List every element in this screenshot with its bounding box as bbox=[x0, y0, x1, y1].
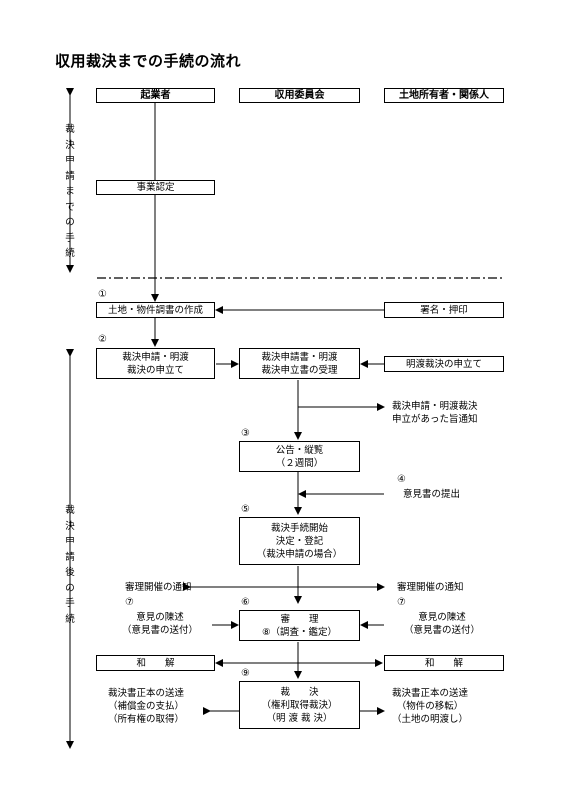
step-7-number-right: ⑦ bbox=[397, 597, 406, 608]
juri-line1: 裁決申請書・明渡 bbox=[261, 351, 338, 363]
step-2-number: ② bbox=[98, 334, 107, 345]
step-7-number-left: ⑦ bbox=[125, 597, 134, 608]
chosho-sakusei-box: 土地・物件調書の作成 bbox=[96, 302, 215, 318]
shinri-tsuchi-right: 審理開催の通知 bbox=[397, 582, 464, 593]
iken-chinjutsu-left-line2: （意見書の送付） bbox=[122, 625, 199, 636]
sotatsu-right-line3: （土地の明渡し） bbox=[392, 714, 469, 725]
sotatsu-right: 裁決書正本の送達 （物件の移転） （土地の明渡し） bbox=[392, 687, 468, 726]
step-4-number: ④ bbox=[397, 474, 406, 485]
shinsei-tsuchi-label: 裁決申請・明渡裁決 申立があった旨通知 bbox=[392, 400, 478, 426]
juri-line2: 裁決申立書の受理 bbox=[261, 364, 338, 376]
step-3-number: ③ bbox=[241, 428, 250, 439]
sotatsu-left-line2: （補償金の支払） bbox=[108, 701, 185, 712]
juri-box: 裁決申請書・明渡 裁決申立書の受理 bbox=[239, 348, 360, 379]
sotatsu-left-line1: 裁決書正本の送達 bbox=[108, 688, 185, 699]
saiketsu-shinsei-box: 裁決申請・明渡 裁決の申立て bbox=[96, 348, 215, 379]
tetsuzuki-kaishi-line2: 決定・登記 bbox=[275, 535, 324, 547]
header-kigyosha: 起業者 bbox=[96, 88, 215, 103]
saiketsu-shinsei-line2: 裁決の申立て bbox=[126, 364, 184, 376]
saiketsu-box: 裁 決 （権利取得裁決） （明 渡 裁 決） bbox=[239, 681, 360, 729]
tetsuzuki-kaishi-line3: （裁決申請の場合） bbox=[256, 548, 343, 560]
saiketsu-line2: （権利取得裁決） bbox=[261, 699, 338, 711]
shinri-line2: ⑧（調査・鑑定） bbox=[261, 626, 338, 638]
akewatashi-moushitate-box: 明渡裁決の申立て bbox=[384, 356, 504, 372]
step-1-number: ① bbox=[98, 289, 107, 300]
side-label-after: 裁決申請後の手続 bbox=[65, 505, 75, 625]
wakai-left-box: 和 解 bbox=[96, 655, 215, 671]
iken-chinjutsu-right: 意見の陳述 （意見書の送付） bbox=[404, 611, 480, 637]
jigyo-nintei-box: 事業認定 bbox=[96, 180, 215, 195]
wakai-right-box: 和 解 bbox=[384, 655, 504, 671]
saiketsu-shinsei-line1: 裁決申請・明渡 bbox=[122, 351, 189, 363]
kokoku-jukan-line1: 公告・縦覧 bbox=[275, 444, 324, 456]
tetsuzuki-kaishi-line1: 裁決手続開始 bbox=[270, 522, 328, 534]
iken-chinjutsu-left-line1: 意見の陳述 bbox=[136, 612, 184, 623]
kokoku-jukan-box: 公告・縦覧 （２週間） bbox=[239, 441, 360, 472]
side-label-before: 裁決申請までの手続 bbox=[65, 124, 75, 259]
saiketsu-line1: 裁 決 bbox=[280, 686, 319, 698]
shinsei-tsuchi-line1: 裁決申請・明渡裁決 bbox=[392, 401, 478, 412]
ikensho-teishutsu-label: 意見書の提出 bbox=[403, 489, 461, 500]
header-shoyusha: 土地所有者・関係人 bbox=[384, 88, 504, 103]
header-iinkai: 収用委員会 bbox=[239, 88, 360, 103]
sotatsu-left: 裁決書正本の送達 （補償金の支払） （所有権の取得） bbox=[108, 687, 184, 726]
shinri-line1: 審 理 bbox=[280, 613, 319, 625]
tetsuzuki-kaishi-box: 裁決手続開始 決定・登記 （裁決申請の場合） bbox=[239, 517, 360, 565]
shinri-tsuchi-left: 審理開催の通知 bbox=[125, 582, 192, 593]
page-title: 収用裁決までの手続の流れ bbox=[55, 52, 242, 70]
kokoku-jukan-line2: （２週間） bbox=[275, 457, 324, 469]
step-6-number: ⑥ bbox=[241, 597, 250, 608]
iken-chinjutsu-right-line1: 意見の陳述 bbox=[418, 612, 466, 623]
step-9-number: ⑨ bbox=[241, 668, 250, 679]
saiketsu-line3: （明 渡 裁 決） bbox=[266, 712, 333, 724]
iken-chinjutsu-right-line2: （意見書の送付） bbox=[404, 625, 481, 636]
step-5-number: ⑤ bbox=[241, 504, 250, 515]
sotatsu-left-line3: （所有権の取得） bbox=[108, 714, 185, 725]
sotatsu-right-line1: 裁決書正本の送達 bbox=[392, 688, 469, 699]
shinri-box: 審 理 ⑧（調査・鑑定） bbox=[239, 610, 360, 641]
iken-chinjutsu-left: 意見の陳述 （意見書の送付） bbox=[122, 611, 198, 637]
shinsei-tsuchi-line2: 申立があった旨通知 bbox=[392, 414, 478, 425]
shomei-oin-box: 署名・押印 bbox=[384, 302, 504, 318]
sotatsu-right-line2: （物件の移転） bbox=[396, 701, 464, 712]
